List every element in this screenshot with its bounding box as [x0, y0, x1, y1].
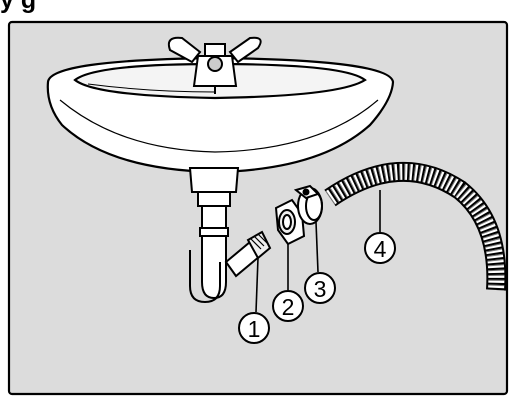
callout-4: 4	[365, 233, 395, 263]
callout-3-label: 3	[314, 276, 327, 302]
callout-2: 2	[273, 291, 303, 321]
callout-1-label: 1	[248, 316, 261, 342]
callout-2-label: 2	[282, 294, 295, 320]
callout-1: 1	[239, 313, 269, 343]
callout-3: 3	[305, 273, 335, 303]
callout-4-label: 4	[374, 236, 387, 262]
